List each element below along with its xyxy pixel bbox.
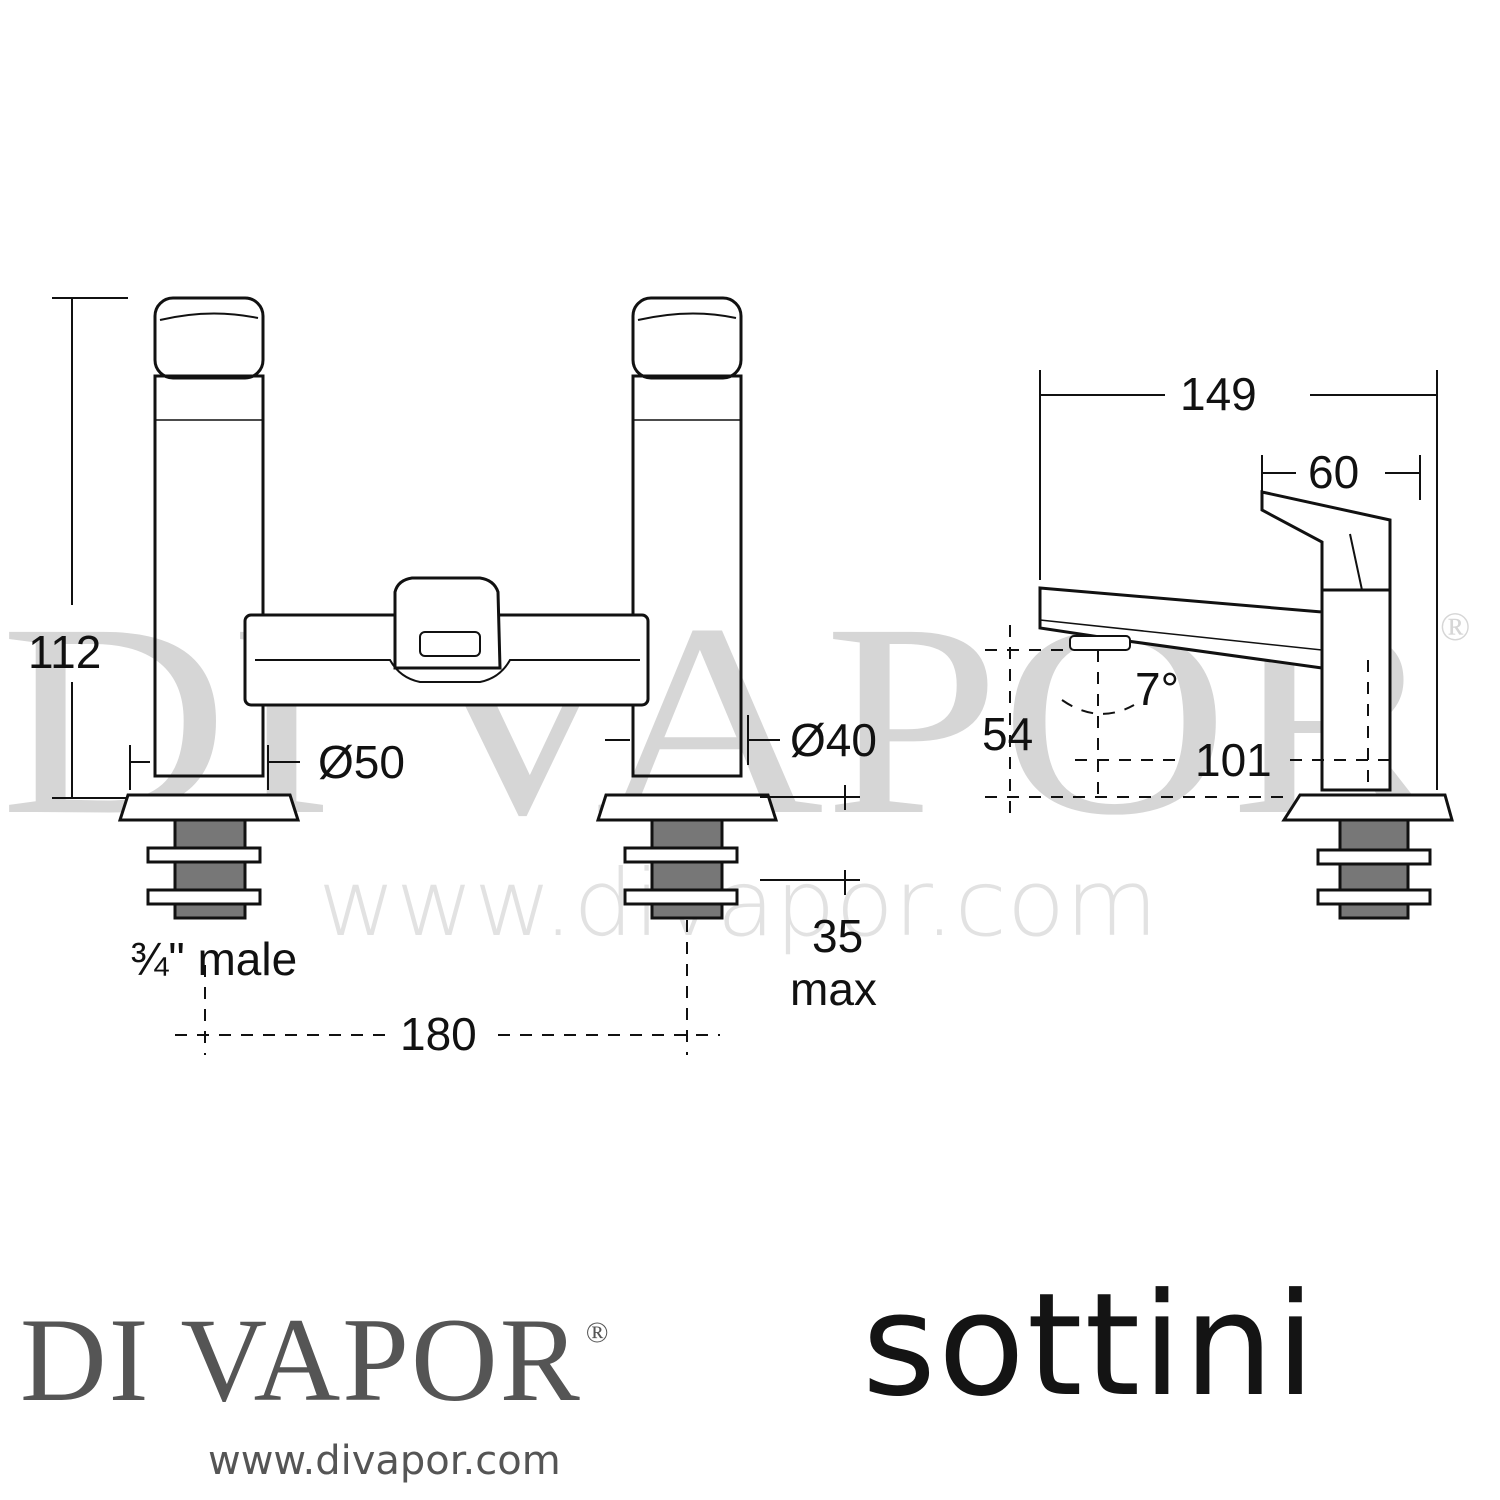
depth-label: 149 [1180, 368, 1257, 420]
spout-height-label: 54 [982, 708, 1033, 760]
divapor-registered-mark: ® [585, 1316, 611, 1349]
watermark-registered: ® [1440, 604, 1470, 649]
left-handle [153, 296, 265, 778]
right-handle [631, 296, 743, 778]
divapor-url: www.divapor.com [208, 1438, 561, 1484]
centres-label: 180 [400, 1008, 477, 1060]
side-fitting [1281, 793, 1454, 920]
height-label: 112 [28, 626, 101, 678]
handle-label: 60 [1308, 446, 1359, 498]
max-length-unit: max [790, 963, 877, 1015]
bridge-body [243, 576, 650, 707]
divapor-logo: DI VAPOR® [20, 1300, 611, 1420]
diameter-left-label: Ø50 [318, 736, 405, 788]
diameter-right-label: Ø40 [790, 714, 877, 766]
side-view [985, 370, 1454, 920]
divapor-logo-text: DI VAPOR [20, 1293, 582, 1426]
max-length-value: 35 [812, 910, 863, 962]
side-dashed-lines [985, 625, 1395, 820]
right-fitting [595, 793, 779, 920]
left-fitting [117, 793, 301, 920]
front-view [52, 296, 860, 1055]
centre-lines [175, 920, 720, 1055]
spout-reach-label: 101 [1195, 734, 1272, 786]
sottini-logo: sottini [862, 1263, 1318, 1428]
thread-label: ¾" male [130, 933, 297, 985]
dimension-labels: 112 Ø50 Ø40 ¾" male 180 35 max 149 60 7°… [28, 368, 1359, 1060]
angle-label: 7° [1135, 663, 1179, 715]
side-body [1038, 490, 1392, 792]
side-dimension-lines [1039, 370, 1438, 790]
front-dimension-lines [52, 297, 860, 895]
